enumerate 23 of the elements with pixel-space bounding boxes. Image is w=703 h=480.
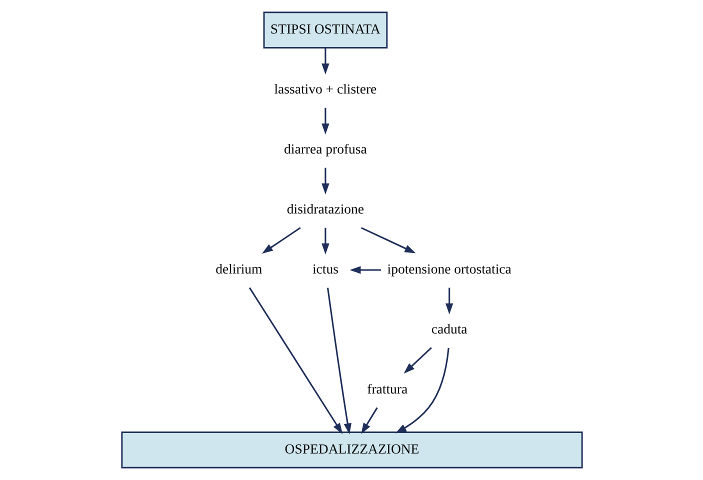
arrow (261, 227, 300, 254)
node-text: disidratazione (286, 202, 364, 217)
node-text: ictus (312, 262, 338, 277)
node-text: diarrea profusa (284, 142, 366, 157)
node-text: lassativo + clistere (274, 82, 376, 97)
node-text: frattura (366, 382, 408, 397)
arrow (360, 227, 416, 254)
node-text: caduta (430, 322, 467, 337)
arrow (444, 288, 453, 314)
node-text: delirium (215, 262, 262, 277)
node-box: OSPEDALIZZAZIONE (120, 431, 582, 468)
arrow (403, 347, 432, 374)
arrow (394, 348, 449, 434)
arrow (360, 407, 378, 434)
arrow (248, 287, 342, 434)
node-box: STIPSI OSTINATA (262, 12, 388, 49)
arrow (326, 288, 351, 434)
arrow (321, 108, 329, 134)
arrow (321, 228, 329, 254)
arrow (321, 48, 329, 75)
node-text: ipotensione ortostatica (386, 262, 511, 277)
arrow (349, 266, 380, 274)
arrow (321, 168, 329, 194)
